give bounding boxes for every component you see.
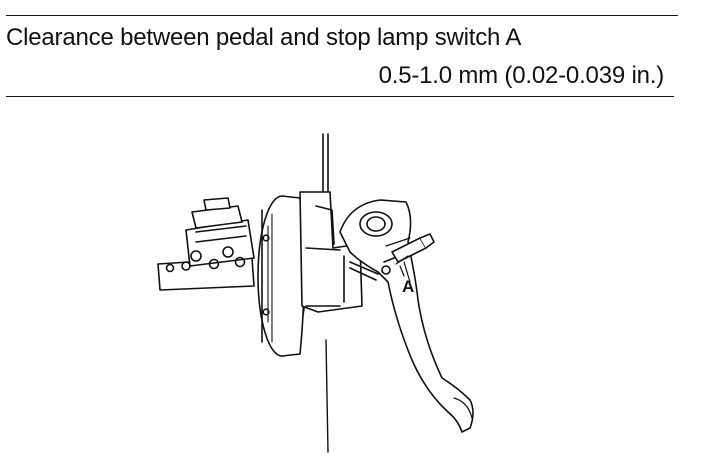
brake-booster: [257, 195, 307, 357]
master-cylinder: [157, 197, 255, 291]
spec-heading: Clearance between pedal and stop lamp sw…: [6, 24, 522, 51]
stop-lamp-switch: [381, 233, 435, 275]
callout-label-a: A: [402, 277, 414, 296]
brake-pedal-assembly-illustration: A: [157, 133, 474, 453]
spec-value: 0.5-1.0 mm (0.02-0.039 in.): [378, 62, 665, 89]
bottom-rule: [6, 96, 674, 97]
top-rule: [6, 15, 678, 16]
floor-line: [325, 339, 329, 453]
pedal-bracket: [299, 133, 379, 313]
clearance-callout: [395, 255, 411, 283]
brake-pedal-arm: [339, 199, 474, 433]
